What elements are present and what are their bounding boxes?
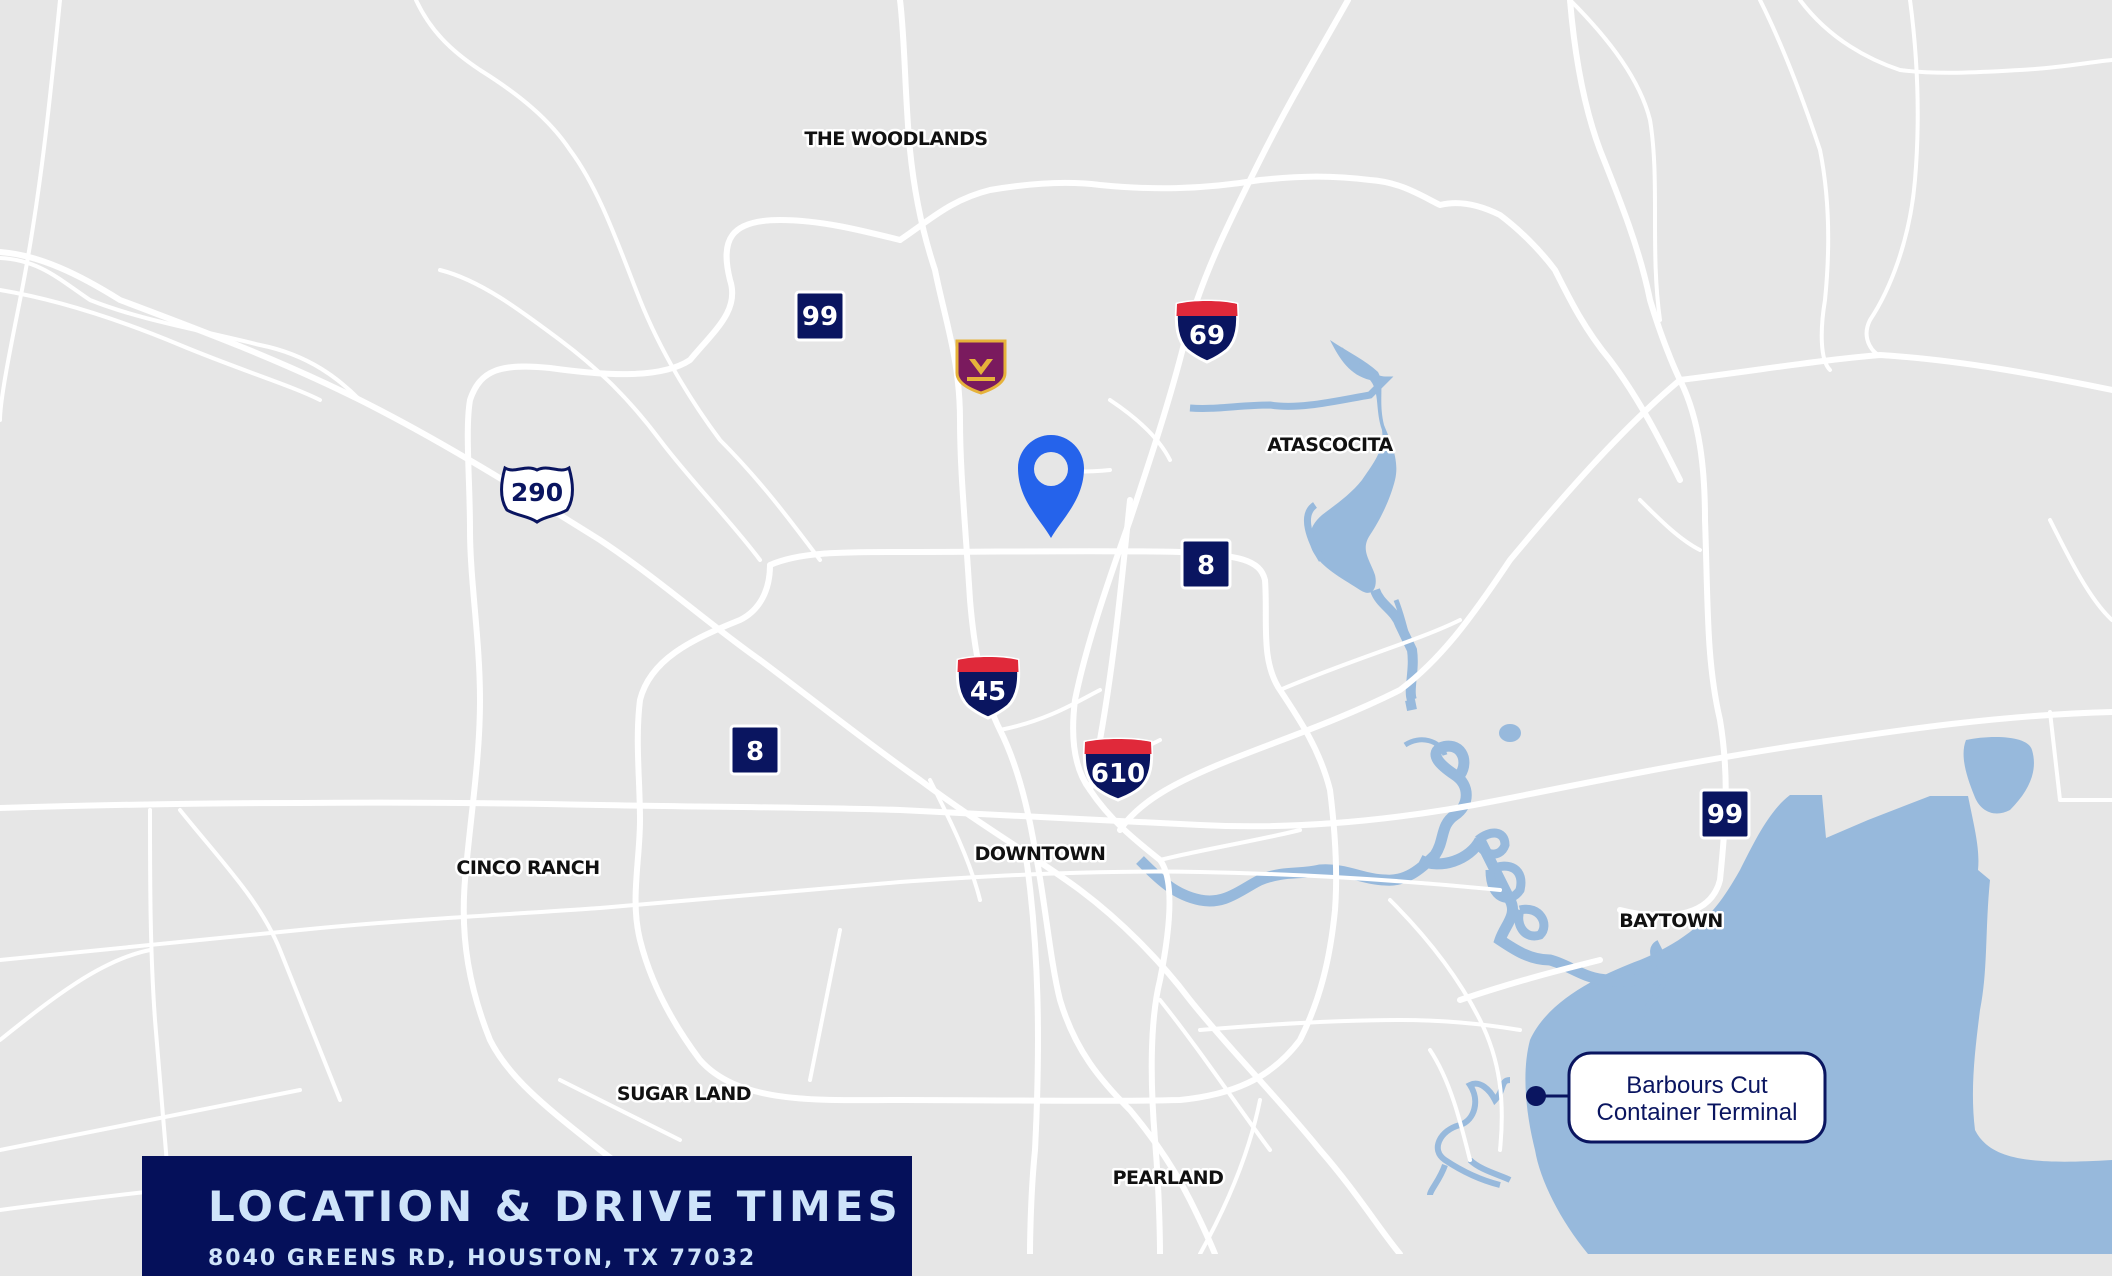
barbours-cut-callout[interactable]: Barbours Cut Container Terminal — [1526, 1051, 1827, 1144]
shield-i45: 45 — [955, 655, 1021, 720]
svg-text:99: 99 — [1707, 800, 1743, 830]
place-label-pearland: PEARLAND — [1113, 1167, 1224, 1189]
shield-i69: 69 — [1174, 299, 1240, 364]
location-title-panel: LOCATION & DRIVE TIMES 8040 GREENS RD, H… — [142, 1156, 912, 1276]
svg-text:290: 290 — [511, 478, 563, 507]
place-label-the-woodlands: THE WOODLANDS — [804, 128, 987, 150]
place-label-cinco-ranch: CINCO RANCH — [456, 857, 599, 879]
callout-box — [1567, 1051, 1827, 1144]
shield-bw8-north: 8 — [1180, 538, 1232, 590]
svg-text:610: 610 — [1091, 759, 1145, 789]
svg-text:8: 8 — [746, 737, 764, 767]
shield-bw8-west: 8 — [729, 724, 781, 776]
panel-subtitle: 8040 GREENS RD, HOUSTON, TX 77032 — [208, 1246, 757, 1271]
place-labels: THE WOODLANDS ATASCOCITA CINCO RANCH DOW… — [454, 126, 1726, 1192]
place-label-sugar-land: SUGAR LAND — [617, 1083, 751, 1105]
clear-creek — [1427, 1077, 1512, 1196]
hardy-toll-road-logo-icon — [955, 339, 1007, 395]
svg-text:69: 69 — [1189, 321, 1225, 351]
place-label-downtown: DOWNTOWN — [975, 843, 1106, 865]
location-pin-icon[interactable] — [1018, 435, 1084, 538]
trinity-bay-inlet — [1963, 737, 2034, 814]
shield-us290: 290 — [500, 465, 574, 524]
svg-text:99: 99 — [802, 302, 838, 332]
place-label-atascocita: ATASCOCITA — [1267, 434, 1393, 456]
lake-houston-arm — [1189, 347, 1394, 562]
callout-line-2: Container Terminal — [1597, 1099, 1798, 1126]
shield-i610: 610 — [1082, 737, 1154, 802]
callout-line-1: Barbours Cut — [1626, 1072, 1768, 1099]
panel-title: LOCATION & DRIVE TIMES — [208, 1182, 902, 1231]
pond — [1499, 724, 1521, 742]
bayou-small-1 — [1637, 948, 1669, 1021]
svg-text:45: 45 — [970, 677, 1006, 707]
lake-inlet-north — [1393, 599, 1413, 651]
ship-channel-upper — [1403, 737, 1448, 757]
place-label-baytown: BAYTOWN — [1619, 910, 1723, 932]
lake-houston — [1309, 340, 1397, 593]
svg-text:8: 8 — [1197, 551, 1215, 581]
shield-sh99-east: 99 — [1699, 788, 1751, 840]
shield-sh99-north: 99 — [794, 290, 846, 342]
